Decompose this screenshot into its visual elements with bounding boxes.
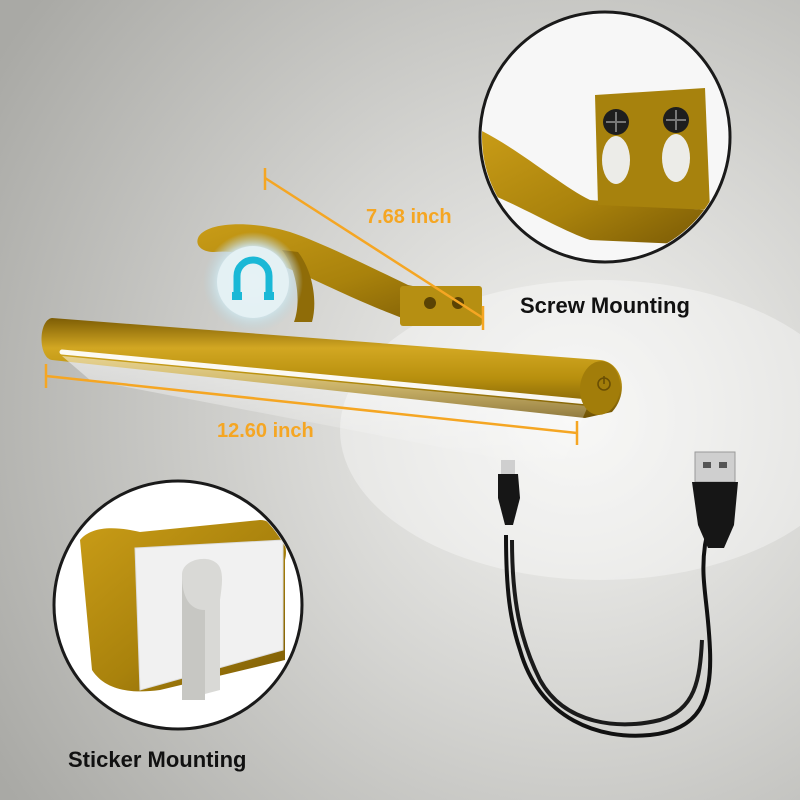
light-bar (41, 318, 622, 470)
magnet-icon (203, 232, 303, 332)
screw-mounting-inset (478, 10, 732, 264)
micro-usb-plug-icon (498, 460, 520, 525)
power-icon (597, 376, 611, 391)
usb-cable (498, 451, 738, 738)
led-strip (59, 349, 591, 405)
wall-plate (400, 286, 482, 326)
width-dimension-line (263, 168, 485, 330)
sticker-mounting-inset (52, 479, 304, 731)
length-dimension-label: 12.60 inch (217, 420, 314, 442)
screw-icon (602, 109, 630, 184)
screw-mounting-caption: Screw Mounting (520, 293, 690, 318)
arm-width-dimension-label: 7.68 inch (366, 206, 452, 228)
usb-a-plug-icon (692, 451, 738, 548)
screw-icon (662, 107, 690, 182)
sticker-mounting-caption: Sticker Mounting (68, 747, 247, 772)
length-dimension-line (44, 364, 579, 445)
